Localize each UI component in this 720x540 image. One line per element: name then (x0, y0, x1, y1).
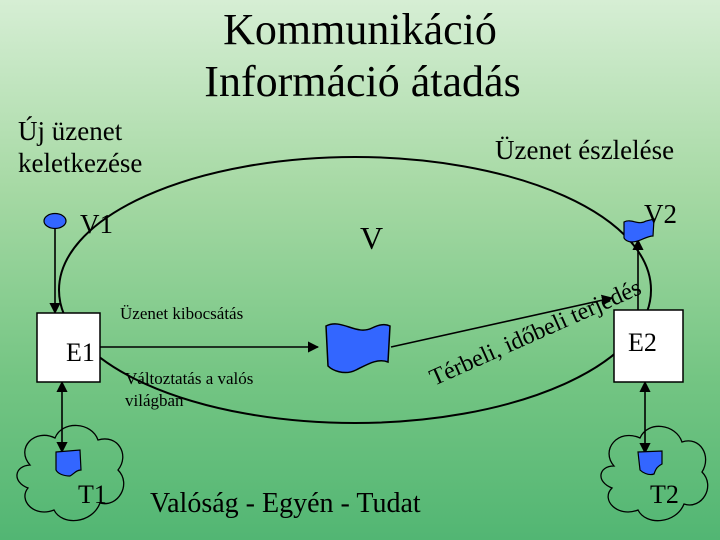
v2-flag-icon (623, 218, 655, 243)
v1-circle (43, 212, 67, 230)
title-line2: Információ átadás (204, 57, 521, 106)
t1-label: T1 (78, 480, 107, 509)
communication-ellipse (58, 156, 652, 424)
spread-label: Térbeli, időbeli terjedés (426, 275, 645, 392)
change-label-line2: világban (125, 391, 184, 410)
v1-label: V1 (80, 209, 113, 239)
t2-blob-icon (637, 450, 663, 476)
t2-label: T2 (650, 480, 679, 509)
spread-line (390, 294, 614, 348)
change-label-line1: Változtatás a valós (125, 369, 254, 388)
v-label: V (360, 220, 384, 256)
e1-box (36, 312, 101, 383)
v2-label: V2 (644, 199, 677, 229)
message-emission-label: Üzenet kibocsátás (120, 304, 244, 323)
t1-cloud (16, 424, 125, 522)
e1-label: E1 (66, 338, 95, 367)
e2-label: E2 (628, 328, 657, 357)
message-perception-label: Üzenet észlelése (495, 135, 675, 165)
new-message-label-line1: Új üzenet (18, 116, 123, 146)
t2-cloud (600, 425, 709, 522)
title-line1: Kommunikáció (223, 5, 497, 54)
e2-box (613, 309, 684, 383)
new-message-label-line2: keletkezése (18, 148, 143, 178)
t1-blob-icon (55, 449, 82, 477)
reality-individual-mind-label: Valóság - Egyén - Tudat (150, 488, 421, 519)
message-flag-icon (325, 323, 391, 374)
